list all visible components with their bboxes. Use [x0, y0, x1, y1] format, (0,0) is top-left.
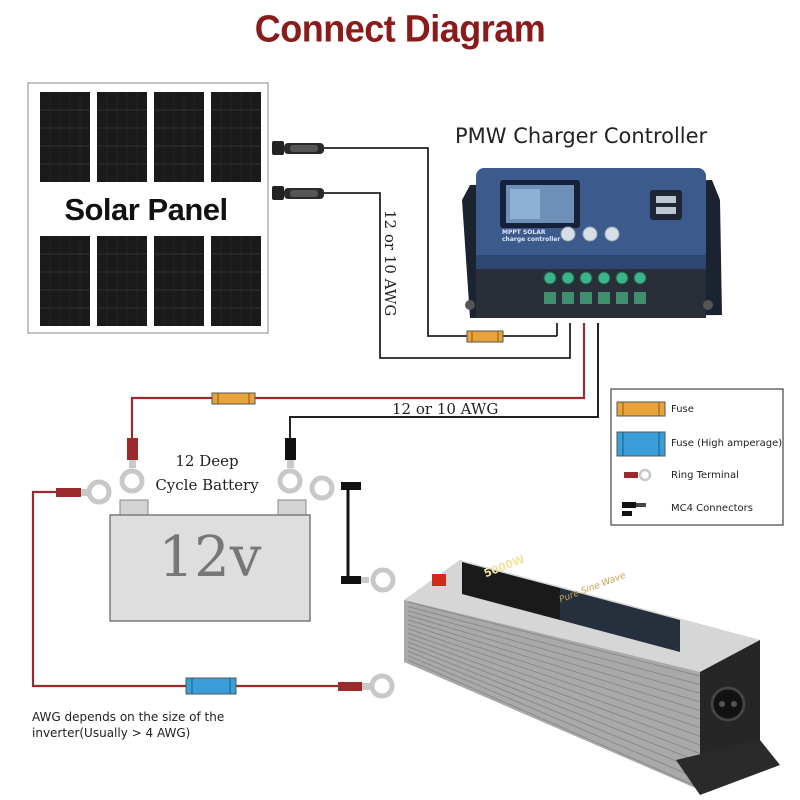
- heat-fin: [407, 619, 701, 711]
- awg-note-line1: AWG depends on the size of the: [32, 710, 225, 724]
- mc4-connector-top: [272, 141, 324, 155]
- solar-cell: [97, 236, 147, 326]
- solar-cell: [40, 236, 90, 326]
- ring-terminal-inv-negative: [309, 475, 335, 501]
- heat-fin: [407, 659, 701, 789]
- awg-note-line2: inverter(Usually > 4 AWG): [32, 726, 191, 740]
- solar-panel: [27, 82, 269, 334]
- mount-screw: [465, 300, 475, 310]
- charge-controller: [462, 168, 722, 318]
- battery-label-line2: Cycle Battery: [155, 476, 259, 494]
- awg-note: AWG depends on the size of the inverter(…: [32, 709, 272, 741]
- battery-voltage: 12v: [158, 525, 262, 590]
- terminal-screw: [633, 271, 647, 285]
- terminal-screw: [561, 271, 575, 285]
- controller-title: PMW Charger Controller: [455, 124, 708, 148]
- inverter-positive-cable: [31, 490, 338, 688]
- ring-terminal-inv-positive: [56, 479, 112, 505]
- battery: [109, 499, 311, 622]
- heat-fin: [407, 623, 701, 720]
- controller-lcd-brand: MPPT SOLAR charge controller: [502, 229, 560, 243]
- solar-panel-label: Solar Panel: [64, 192, 228, 227]
- heat-fin: [407, 605, 701, 686]
- terminal-screw: [543, 271, 557, 285]
- terminal-screw: [579, 271, 593, 285]
- solar-cell: [154, 236, 204, 326]
- legend-item-fuse: Fuse: [671, 404, 694, 415]
- legend-item-mc4-connectors: MC4 Connectors: [671, 503, 753, 514]
- terminal-slot: [562, 292, 574, 304]
- solar-cell: [97, 92, 147, 182]
- ring-terminal-ctrl-positive: [119, 438, 145, 494]
- terminal-screw: [615, 271, 629, 285]
- heat-fin: [407, 601, 701, 677]
- heat-fin: [407, 655, 701, 780]
- page-title: Connect Diagram: [254, 6, 546, 50]
- terminal-slot: [616, 292, 628, 304]
- terminal-screw: [597, 271, 611, 285]
- heat-fin: [407, 641, 701, 755]
- ring-terminal-ctrl-negative: [277, 438, 303, 494]
- heat-fin: [407, 650, 701, 772]
- battery-label-line1: 12 Deep: [175, 452, 239, 470]
- ring-terminal-inverter: [338, 673, 395, 699]
- legend-item-ring-terminal: Ring Terminal: [671, 470, 739, 481]
- solar-wires: [324, 147, 571, 359]
- inverter-negative-cable: [341, 482, 396, 593]
- legend: [610, 388, 784, 526]
- terminal-slot: [634, 292, 646, 304]
- heat-fin: [407, 632, 701, 737]
- controller-sub-text: charge controller: [502, 236, 561, 243]
- mc4-connector-bottom: [272, 186, 324, 200]
- battery-label: 12 Deep Cycle Battery: [147, 449, 267, 497]
- heat-fin: [407, 610, 701, 694]
- inverter: [404, 417, 780, 795]
- mount-screw: [703, 300, 713, 310]
- terminal-slot: [580, 292, 592, 304]
- terminal-slot: [544, 292, 556, 304]
- heat-fin: [407, 646, 701, 763]
- heat-fin: [407, 614, 701, 703]
- heat-fin: [407, 637, 701, 746]
- fuse-high-amperage-inverter: [185, 677, 237, 695]
- solar-cell: [211, 92, 261, 182]
- heat-fin: [407, 628, 701, 729]
- awg-label-vertical: 12 or 10 AWG: [381, 210, 399, 317]
- solar-cell: [211, 236, 261, 326]
- solar-cell: [40, 92, 90, 182]
- fuse-battery: [211, 392, 256, 405]
- controller-brand-text: MPPT SOLAR: [502, 229, 546, 236]
- battery-wires: [130, 323, 599, 440]
- solar-cell: [154, 92, 204, 182]
- legend-item-fuse-high-amperage: Fuse (High amperage): [671, 438, 783, 449]
- fuse-solar: [466, 330, 504, 343]
- terminal-slot: [598, 292, 610, 304]
- awg-label-horizontal: 12 or 10 AWG: [392, 400, 499, 418]
